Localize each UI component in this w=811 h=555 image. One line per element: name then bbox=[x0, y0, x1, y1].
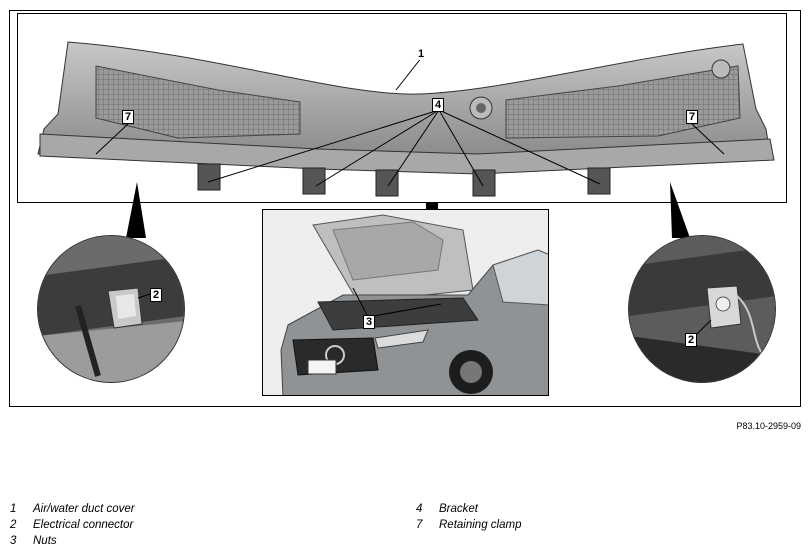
callout-7-left: 7 bbox=[122, 110, 135, 124]
duct-cover-drawing bbox=[37, 41, 775, 197]
legend-right: 4 Bracket 7 Retaining clamp bbox=[416, 503, 521, 535]
legend-item: 4 Bracket bbox=[416, 503, 478, 515]
callout-7-right: 7 bbox=[686, 110, 699, 124]
figure-reference: P83.10-2959-09 bbox=[736, 421, 801, 431]
legend-item: 3 Nuts bbox=[10, 535, 57, 547]
detail-circle-right: 2 bbox=[628, 235, 776, 383]
vehicle-photo: 3 bbox=[262, 209, 549, 396]
duct-cover-panel: 1 4 7 7 bbox=[17, 13, 787, 203]
left-connector-drawing bbox=[38, 236, 184, 382]
legend-item: 1 Air/water duct cover bbox=[10, 503, 135, 515]
right-connector-drawing bbox=[629, 236, 775, 382]
callout-2-right: 2 bbox=[685, 333, 698, 347]
legend-item: 2 Electrical connector bbox=[10, 519, 134, 531]
legend-left: 1 Air/water duct cover 2 Electrical conn… bbox=[10, 503, 135, 551]
callout-1: 1 bbox=[416, 48, 427, 60]
callout-4: 4 bbox=[432, 98, 445, 112]
legend-item: 7 Retaining clamp bbox=[416, 519, 522, 531]
callout-3: 3 bbox=[363, 315, 376, 329]
callout-2-left: 2 bbox=[150, 288, 163, 302]
vehicle-drawing bbox=[263, 210, 548, 395]
detail-circle-left: 2 bbox=[37, 235, 185, 383]
